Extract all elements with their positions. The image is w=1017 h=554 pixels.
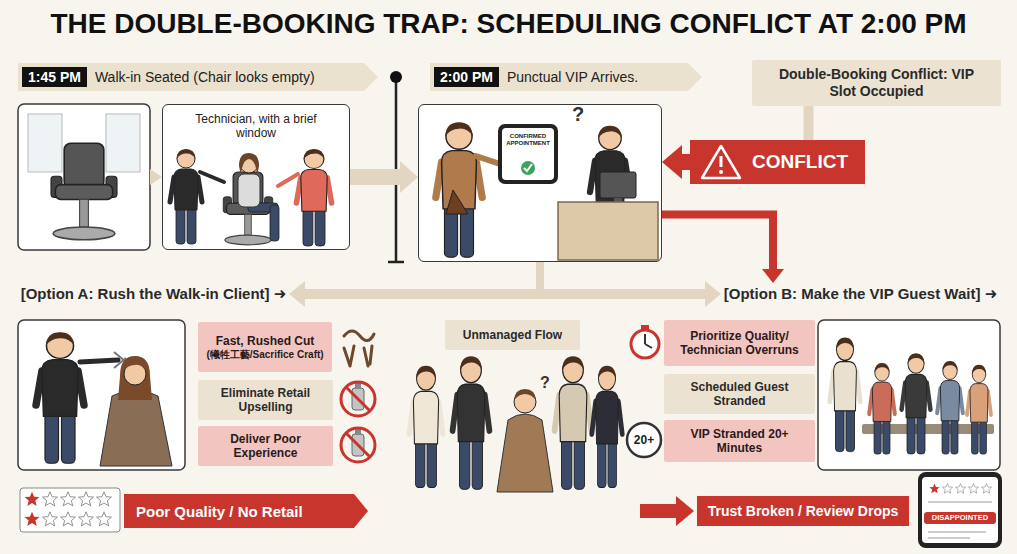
- result-box: Trust Broken / Review Drops: [697, 496, 909, 526]
- vip-arrival-scene: [419, 105, 661, 261]
- diagram-title: THE DOUBLE-BOOKING TRAP: SCHEDULING CONF…: [50, 7, 966, 41]
- scene-panel-text: Technician, with a brief window: [194, 112, 318, 140]
- option-heading-text: [Option B: Make the VIP Guest Wait] ➜: [724, 285, 997, 303]
- timeline: [388, 71, 404, 262]
- wait-badge: [627, 423, 661, 457]
- outcome-box: Prioritize Quality/ Technician Overruns: [664, 320, 815, 366]
- time-banner-text: 1:45 PM: [22, 67, 87, 87]
- timer-icon: [631, 325, 659, 358]
- crowd-scene: [409, 356, 622, 492]
- scene-panel-text: CONFIRMED APPOINTMENT: [502, 133, 554, 147]
- outcome-box-text: (犧牲工藝/Sacrifice Craft): [206, 349, 323, 361]
- time-banner-text: Walk-in Seated (Chair looks empty): [95, 69, 315, 85]
- outcome-box: Deliver Poor Experience: [198, 426, 333, 466]
- outcome-box-text: Eliminate Retail Upselling: [204, 386, 327, 414]
- time-banner-text: Punctual VIP Arrives.: [507, 69, 638, 85]
- outcome-box-text: Fast, Rushed Cut: [216, 334, 315, 348]
- result-box-text: Trust Broken / Review Drops: [708, 503, 899, 519]
- branch-line: [536, 262, 544, 292]
- messy-hair-icon: [344, 331, 374, 366]
- waiting-room-scene: [818, 320, 1000, 470]
- outcome-box-text: Prioritize Quality/ Technician Overruns: [670, 329, 809, 357]
- flow-arrow: [662, 215, 773, 269]
- empty-chair-panel: [18, 104, 150, 250]
- walk-in-scene: [163, 105, 349, 249]
- outcome-box: Fast, Rushed Cut(犧牲工藝/Sacrifice Craft): [198, 322, 332, 372]
- option-heading: [Option B: Make the VIP Guest Wait] ➜: [721, 283, 1000, 305]
- flow-arrow: [804, 106, 814, 140]
- time-banner: 2:00 PM Punctual VIP Arrives.: [430, 63, 702, 91]
- option-heading-text: [Option A: Rush the Walk-in Client] ➜: [21, 285, 287, 303]
- conflict-arrow: CONFLICT: [690, 140, 865, 184]
- question-mark: ?: [537, 374, 553, 392]
- no-retail-icon: [341, 428, 375, 462]
- scene-panel: CONFIRMED APPOINTMENT?: [418, 104, 662, 262]
- result-arrow: Poor Quality / No Retail: [124, 494, 368, 528]
- status-stamp: DISAPPOINTED: [924, 512, 996, 524]
- outcome-box: Eliminate Retail Upselling: [198, 380, 333, 420]
- no-retail-icon: [341, 382, 375, 416]
- rating-box: [20, 488, 120, 532]
- wait-time-badge: 20+: [626, 433, 662, 447]
- result-arrow-text: Poor Quality / No Retail: [136, 503, 303, 520]
- flow-box-text: Unmanaged Flow: [463, 328, 562, 342]
- review-phone: [918, 472, 1002, 548]
- time-banner-text: 2:00 PM: [434, 67, 499, 87]
- flow-arrow: [682, 154, 690, 170]
- scene-panel-text: ?: [567, 107, 589, 121]
- conflict-note: Double-Booking Conflict: VIP Slot Occupi…: [752, 60, 1001, 106]
- flow-arrow: [350, 169, 400, 185]
- outcome-box-text: Scheduled Guest Stranded: [670, 380, 809, 408]
- rushed-cut-scene: [18, 320, 185, 470]
- outcome-box-text: Deliver Poor Experience: [204, 432, 327, 460]
- outcome-box: VIP Stranded 20+ Minutes: [664, 420, 815, 462]
- result-arrow: [640, 496, 694, 526]
- conflict-arrow-text: CONFLICT: [752, 151, 848, 173]
- warning-icon: [690, 140, 748, 184]
- option-heading: [Option A: Rush the Walk-in Client] ➜: [18, 283, 289, 305]
- outcome-box: Scheduled Guest Stranded: [664, 374, 815, 414]
- flow-arrow: [305, 289, 705, 299]
- flow-box: Unmanaged Flow: [445, 320, 580, 350]
- scene-panel: Technician, with a brief window: [162, 104, 350, 250]
- flow-arrowhead: [150, 169, 162, 185]
- time-banner: 1:45 PM Walk-in Seated (Chair looks empty…: [18, 63, 378, 91]
- outcome-box-text: VIP Stranded 20+ Minutes: [670, 427, 809, 455]
- conflict-note-text: Double-Booking Conflict: VIP Slot Occupi…: [772, 66, 981, 100]
